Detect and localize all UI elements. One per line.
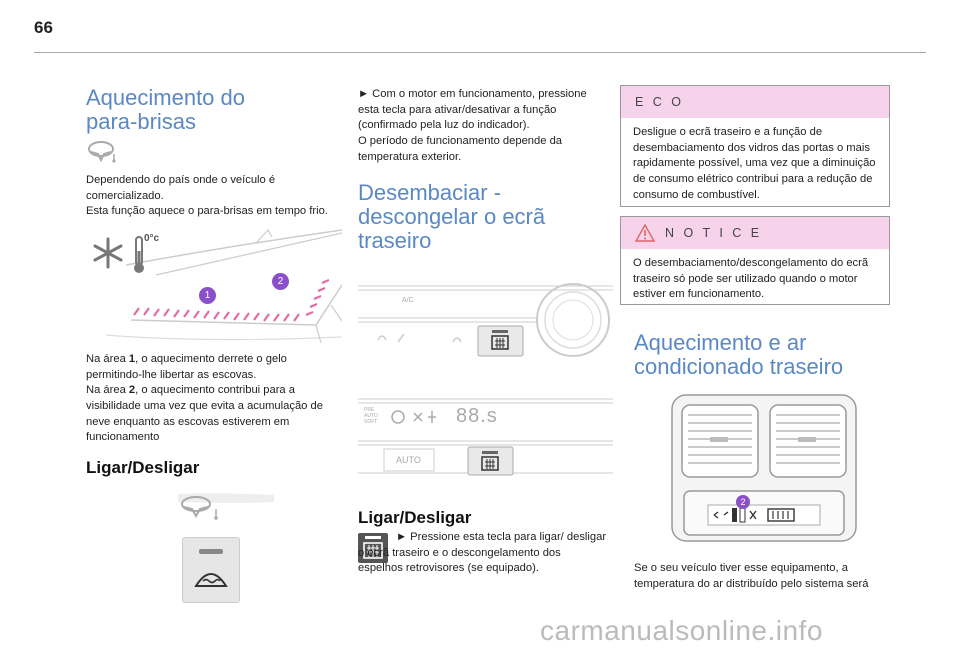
control-panel-figure-1: A/C <box>358 270 613 370</box>
rear-vents-figure: 2 <box>670 393 858 543</box>
zone-description: Na área 1, o aquecimento derrete o gelo … <box>86 352 336 446</box>
rear-marker-label: 2 <box>740 497 746 507</box>
zone-1-marker: 1 <box>199 287 216 304</box>
warning-icon <box>635 224 655 242</box>
eco-label: E C O <box>635 95 685 109</box>
zone-2-label: 2 <box>277 276 284 287</box>
page-number: 66 <box>34 18 53 37</box>
eco-box: E C O Desligue o ecrã traseiro e a funçã… <box>620 85 890 207</box>
eco-box-header: E C O <box>621 86 889 118</box>
zone-num-1: 1 <box>128 353 136 365</box>
zone-num-2: 2 <box>128 384 136 397</box>
rear-defrost-icon <box>363 536 383 559</box>
temperature-label: 0°c <box>144 233 160 244</box>
zone-text-b: , o aquecimento derrete o gelo permitind… <box>86 353 287 397</box>
zone-2-marker: 2 <box>272 273 289 290</box>
zone-text-a: Na área <box>86 353 129 365</box>
pre-auto-label: PRE AUTO SOFT <box>364 407 378 425</box>
col2-onoff-heading: Ligar/Desligar <box>358 508 472 527</box>
col1-onoff-heading: Ligar/Desligar <box>86 458 200 477</box>
rear-defrost-instructions: ► Pressione esta tecla para ligar/ desli… <box>358 530 608 577</box>
button-indicator-light <box>199 549 223 554</box>
rear-ac-text: Se o seu veículo tiver esse equipamento,… <box>634 562 869 590</box>
windscreen-defrost-icon <box>194 573 228 587</box>
notice-text: O desembaciamento/descongelamento do ecr… <box>633 257 869 301</box>
auto-label: AUTO <box>396 455 421 465</box>
ac-label: A/C <box>402 297 414 304</box>
rear-defrost-text: ► Pressione esta tecla para ligar/ desli… <box>358 531 607 575</box>
rear-screen-title: Desembaciar - descongelar o ecrã traseir… <box>358 180 546 253</box>
control-panel-figure-2: PRE AUTO SOFT 88.s AUTO <box>358 393 613 483</box>
notice-box: N O T I C E O desembaciamento/descongela… <box>620 216 890 305</box>
steering-wheel-heat-icon-2 <box>178 493 274 520</box>
thermometer-icon <box>134 236 144 273</box>
snowflake-icon <box>93 237 123 269</box>
rear-ac-title: Aquecimento e ar condicionado traseiro <box>634 330 844 379</box>
notice-box-header: N O T I C E <box>621 217 889 249</box>
rear-marker-2: 2 <box>736 495 750 509</box>
zone-1-label: 1 <box>204 290 211 301</box>
header-divider <box>34 52 926 53</box>
display-readout: 88.s <box>456 405 498 427</box>
windscreen-heat-button[interactable] <box>182 537 240 603</box>
windscreen-figure: 0°c 1 2 <box>86 225 342 347</box>
col2-intro: ► Com o motor em funcionamento, pression… <box>358 88 587 163</box>
zone-text-c: , o aquecimento contribui para a visibil… <box>86 384 323 444</box>
notice-label: N O T I C E <box>665 226 763 240</box>
steering-wheel-heat-icon <box>88 141 116 163</box>
eco-text: Desligue o ecrã traseiro e a função de d… <box>633 126 876 201</box>
rear-defrost-button-icon[interactable] <box>358 533 388 563</box>
watermark: carmanualsonline.info <box>540 615 823 646</box>
windscreen-intro: Dependendo do país onde o veículo é come… <box>86 174 328 218</box>
windscreen-heating-title: Aquecimento do para-brisas <box>86 85 245 134</box>
